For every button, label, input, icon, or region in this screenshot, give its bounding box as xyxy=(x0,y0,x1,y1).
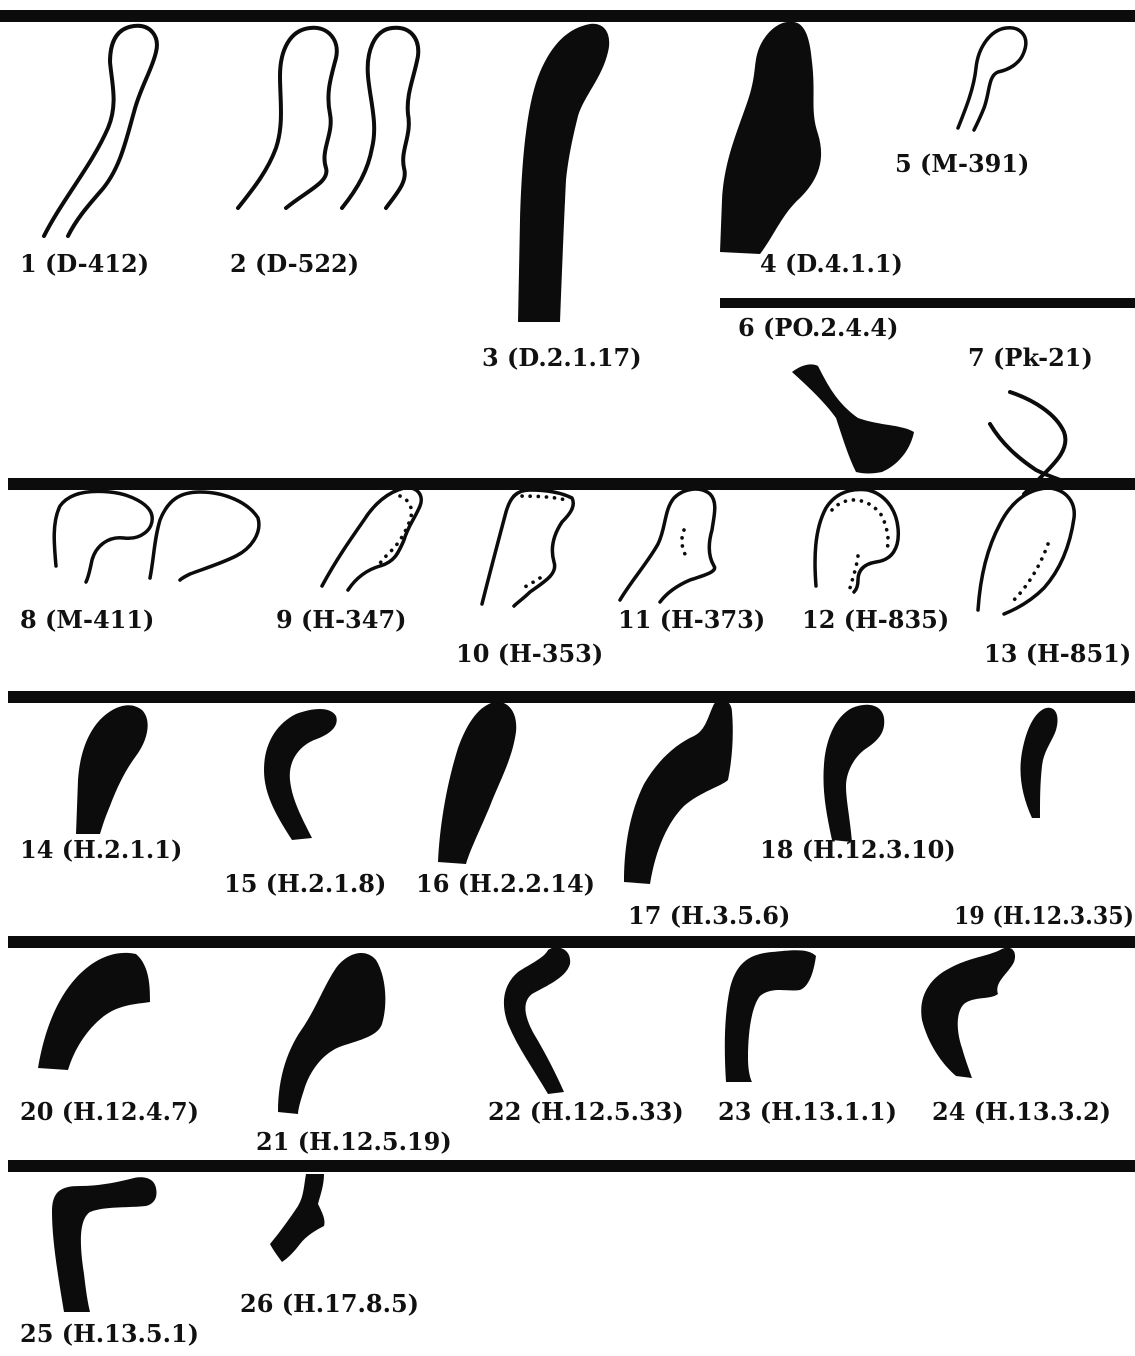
profile-18-drawing xyxy=(823,705,884,842)
label-profile-1: 1 (D-412) xyxy=(20,249,149,278)
label-profile-6: 6 (PO.2.4.4) xyxy=(738,313,898,342)
label-profile-7: 7 (Pk-21) xyxy=(968,343,1093,372)
label-profile-17: 17 (H.3.5.6) xyxy=(628,901,790,930)
label-profile-5: 5 (M-391) xyxy=(895,149,1029,178)
label-profile-14: 14 (H.2.1.1) xyxy=(20,835,182,864)
profile-10-drawing xyxy=(482,490,573,606)
label-profile-15: 15 (H.2.1.8) xyxy=(224,869,386,898)
profile-15-drawing xyxy=(264,709,337,840)
divider-row5 xyxy=(8,1160,1135,1172)
divider-row3 xyxy=(8,691,1135,703)
profile-24-drawing xyxy=(921,948,1015,1078)
label-profile-18: 18 (H.12.3.10) xyxy=(760,835,956,864)
profile-12-drawing xyxy=(815,490,898,592)
label-profile-13: 13 (H-851) xyxy=(984,639,1131,668)
divider-row4 xyxy=(8,936,1135,948)
label-profile-21: 21 (H.12.5.19) xyxy=(256,1127,452,1156)
profile-26-drawing xyxy=(270,1174,325,1262)
label-profile-12: 12 (H-835) xyxy=(802,605,949,634)
profile-6-drawing xyxy=(792,364,914,473)
profile-23-drawing xyxy=(725,950,816,1082)
label-profile-20: 20 (H.12.4.7) xyxy=(20,1097,199,1126)
label-profile-16: 16 (H.2.2.14) xyxy=(416,869,595,898)
label-profile-22: 22 (H.12.5.33) xyxy=(488,1097,684,1126)
profile-8-drawing xyxy=(54,491,259,582)
profile-2-drawing xyxy=(238,28,418,208)
label-profile-4: 4 (D.4.1.1) xyxy=(760,249,903,278)
divider-row2 xyxy=(8,478,1135,490)
profile-4-drawing xyxy=(720,22,821,254)
profile-11-drawing xyxy=(620,489,715,602)
profile-9-drawing xyxy=(322,488,421,590)
profile-21-drawing xyxy=(278,953,385,1114)
label-profile-8: 8 (M-411) xyxy=(20,605,154,634)
label-profile-3: 3 (D.2.1.17) xyxy=(482,343,642,372)
label-profile-2: 2 (D-522) xyxy=(230,249,359,278)
label-profile-25: 25 (H.13.5.1) xyxy=(20,1319,199,1348)
profile-25-drawing xyxy=(52,1177,157,1312)
profile-19-drawing xyxy=(1020,708,1057,818)
profile-17-drawing xyxy=(624,700,733,884)
profile-16-drawing xyxy=(438,702,516,864)
profile-1-drawing xyxy=(44,26,157,236)
profile-13-drawing xyxy=(978,488,1074,614)
label-profile-23: 23 (H.13.1.1) xyxy=(718,1097,897,1126)
label-profile-11: 11 (H-373) xyxy=(618,605,765,634)
profile-22-drawing xyxy=(504,947,570,1094)
profile-5-drawing xyxy=(958,28,1026,130)
label-profile-10: 10 (H-353) xyxy=(456,639,603,668)
divider-top xyxy=(0,10,1135,22)
profile-14-drawing xyxy=(76,705,148,834)
profile-20-drawing xyxy=(38,953,150,1070)
profile-3-drawing xyxy=(518,24,609,322)
label-profile-24: 24 (H.13.3.2) xyxy=(932,1097,1111,1126)
label-profile-9: 9 (H-347) xyxy=(276,605,407,634)
divider-row1-short xyxy=(720,298,1135,308)
label-profile-19: 19 (H.12.3.35) xyxy=(954,901,1134,930)
label-profile-26: 26 (H.17.8.5) xyxy=(240,1289,419,1318)
